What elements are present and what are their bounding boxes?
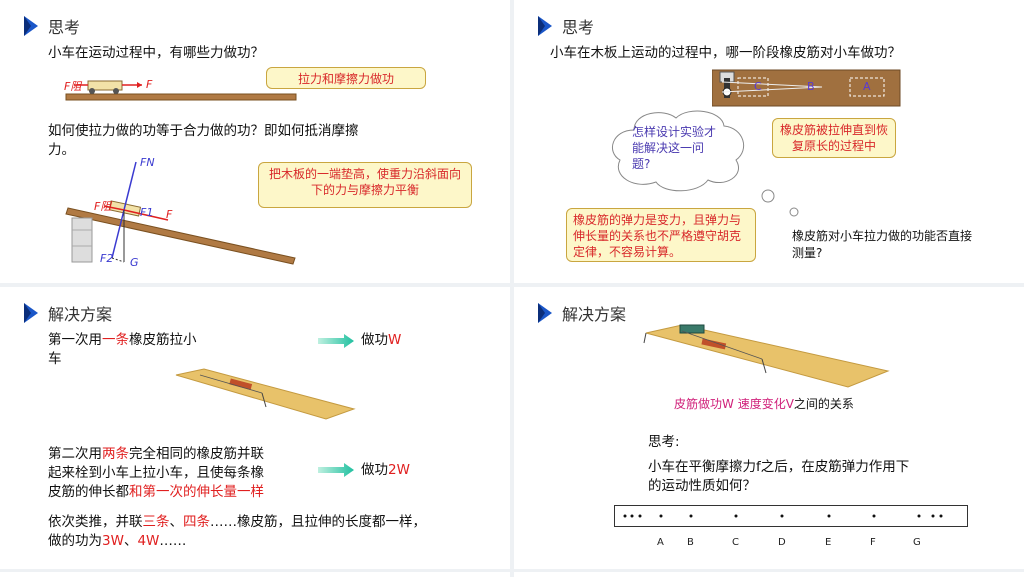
- arrow-right-icon: [318, 334, 354, 348]
- label-f-resist: F阻: [64, 80, 82, 93]
- step3-line2: 做的功为3W、4W……: [48, 533, 187, 549]
- header-bullet-icon: [24, 303, 38, 323]
- board-label-a: A: [863, 80, 871, 93]
- question-rubber-work: 小车在木板上运动的过程中，哪一阶段橡皮筋对小车做功？: [550, 45, 901, 61]
- dot-label-f: F: [870, 537, 876, 548]
- label-g: G: [130, 256, 139, 269]
- label-f-resist-incline: F阻: [94, 200, 112, 213]
- label-f-incline: F: [166, 208, 173, 221]
- panel-header: 解决方案: [22, 301, 112, 325]
- panel-header: 思考: [536, 14, 594, 38]
- dot-label-b: B: [687, 537, 694, 548]
- label-f1: F1: [140, 206, 154, 219]
- callout-elastic-force: 橡皮筋的弹力是变力，且弹力与伸长量的关系也不严格遵守胡克定律，不容易计算。: [566, 208, 756, 262]
- label-f: F: [146, 78, 153, 91]
- question-motion-line2: 的运动性质如何？: [648, 478, 756, 494]
- incline-force-diagram: [65, 161, 296, 265]
- callout-forces-answer: 拉力和摩擦力做功: [266, 67, 426, 89]
- panel-think-rubber-band: 思考 小车在木板上运动的过程中，哪一阶段橡皮筋对小车做功？ C B A 橡皮筋被…: [514, 0, 1024, 283]
- thought-cloud-shape: [611, 110, 745, 192]
- think-label: 思考:: [648, 434, 680, 450]
- panel-solution-method: 解决方案 第一次用一条橡皮筋拉小 车 做功W 第二次用两条完全相同的橡皮筋并联 …: [0, 287, 510, 569]
- dot-label-e: E: [825, 537, 832, 548]
- cart-on-board-diagram: [65, 80, 297, 101]
- panel-header: 解决方案: [536, 301, 626, 325]
- panel-solution-relation: 解决方案 皮筋做功W 速度变化V之间的关系 思考: 小车在平衡摩擦力f之后，在皮…: [514, 287, 1024, 569]
- result1-text: 做功W: [361, 332, 402, 348]
- dot-label-g: G: [913, 537, 921, 548]
- result2-text: 做功2W: [361, 462, 410, 478]
- thought-bubble-dots: [761, 189, 799, 217]
- label-fn: FN: [140, 156, 155, 169]
- board-label-c: C: [754, 80, 762, 93]
- header-bullet-icon: [538, 16, 552, 36]
- panel-title: 思考: [48, 18, 81, 37]
- panel-header: 思考: [22, 14, 80, 38]
- board-photo-timer: [643, 324, 890, 388]
- panel-next-right: [514, 572, 1024, 577]
- step3-line1: 依次类推，并联三条、四条……橡皮筋，且拉伸的长度都一样，: [48, 514, 426, 530]
- dot-label-d: D: [778, 537, 786, 548]
- callout-balance-answer: 把木板的一端垫高，使重力沿斜面向下的力与摩擦力平衡: [258, 162, 472, 208]
- question-forces: 小车在运动过程中，有哪些力做功？: [48, 45, 264, 61]
- question-balance-line1: 如何使拉力做的功等于合力做的功？即如何抵消摩擦: [48, 123, 359, 139]
- board-label-b: B: [807, 80, 815, 93]
- board-top-view-diagram: [712, 69, 901, 107]
- header-bullet-icon: [538, 303, 552, 323]
- ticker-tape-dots: [623, 514, 943, 518]
- panel-next-left: [0, 572, 510, 577]
- panel-think-forces: 思考 小车在运动过程中，有哪些力做功？ F阻 F 拉力和摩擦力做功 如何使拉力做…: [0, 0, 510, 283]
- arrow-right-icon: [318, 463, 354, 477]
- panel-title: 解决方案: [562, 305, 627, 324]
- ticker-tape: [614, 505, 968, 527]
- step2-line2: 起来栓到小车上拉小车，且使每条橡: [48, 465, 264, 481]
- step2-line3: 皮筋的伸长都和第一次的伸长量一样: [48, 484, 264, 500]
- dot-label-c: C: [732, 537, 739, 548]
- panel-title: 解决方案: [48, 305, 113, 324]
- thought-cloud-text: 怎样设计实验才能解决这一问题?: [632, 125, 717, 171]
- question-balance-line2: 力。: [48, 142, 75, 158]
- step2-line1: 第二次用两条完全相同的橡皮筋并联: [48, 446, 264, 462]
- question-motion-line1: 小车在平衡摩擦力f之后，在皮筋弹力作用下: [648, 459, 910, 475]
- header-bullet-icon: [24, 16, 38, 36]
- relation-text: 皮筋做功W 速度变化V之间的关系: [674, 397, 854, 411]
- panel-title: 思考: [562, 18, 595, 37]
- dot-label-a: A: [657, 537, 664, 548]
- callout-rubber-answer: 橡皮筋被拉伸直到恢复原长的过程中: [772, 118, 896, 158]
- board-photo-one-band: [175, 368, 356, 420]
- step1-line1: 第一次用一条橡皮筋拉小: [48, 332, 197, 348]
- label-f2: F2: [100, 252, 114, 265]
- question-direct-measure: 橡皮筋对小车拉力做的功能否直接测量?: [792, 229, 973, 260]
- step1-line2: 车: [48, 351, 62, 367]
